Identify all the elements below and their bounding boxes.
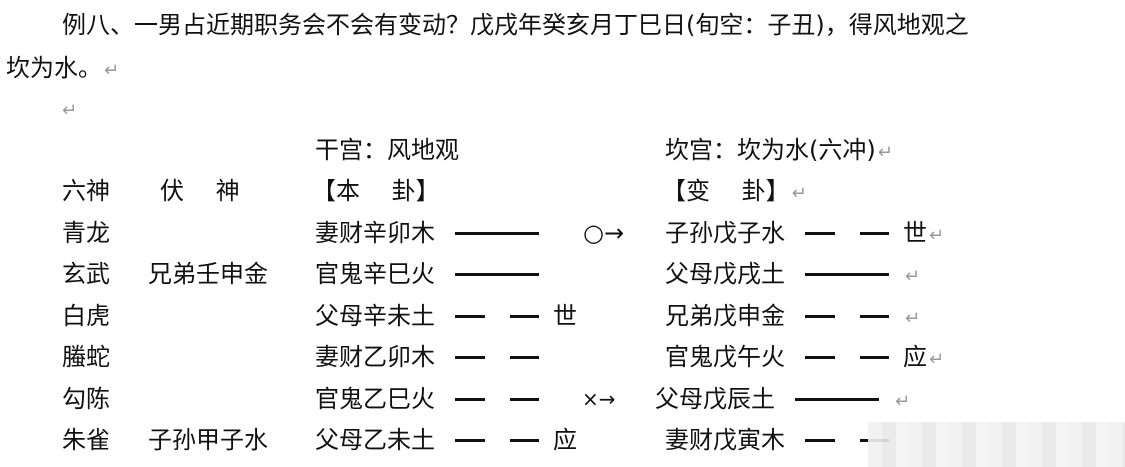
- fushen-label: 兄弟壬申金: [148, 260, 268, 288]
- yin-segment: [805, 232, 835, 235]
- yao-line-yang: [455, 232, 539, 235]
- mark-text: 应: [903, 343, 927, 371]
- paragraph-mark-icon: ↵: [929, 349, 945, 370]
- yin-segment: [860, 232, 889, 235]
- yang-segment: [455, 232, 539, 235]
- yin-segment: [805, 439, 835, 442]
- yin-segment: [805, 315, 835, 318]
- ben-gua-yao-text: 父母辛未土: [315, 302, 435, 330]
- ben-gua-shi-ying-mark: 世: [553, 302, 577, 330]
- bian-gua-shi-ying-mark: ↵: [903, 259, 920, 292]
- bian-gua-yao-text: 父母戊辰土: [655, 385, 775, 413]
- yao-line-yang: [455, 273, 539, 276]
- header-bian-gua: 【变 卦】↵: [662, 176, 807, 209]
- bian-gua-yao-text: 父母戊戌土: [665, 260, 785, 288]
- yang-segment: [795, 398, 879, 401]
- liushen-label: 朱雀: [62, 426, 110, 454]
- yin-segment: [455, 315, 485, 318]
- paragraph-mark-icon: ↵: [877, 142, 893, 163]
- yin-segment: [510, 398, 539, 401]
- yin-segment: [455, 439, 485, 442]
- header-liushen: 六神: [62, 177, 110, 205]
- yao-line-yin: [805, 356, 889, 359]
- yin-segment: [510, 356, 539, 359]
- moving-line-mark: ×→: [582, 387, 616, 411]
- paragraph-mark-icon: ↵: [905, 266, 921, 287]
- ben-gua-yao-text: 官鬼辛巳火: [315, 260, 435, 288]
- yin-segment: [455, 398, 485, 401]
- header-ben-gua: 【本 卦】: [312, 177, 440, 205]
- bian-gua-shi-ying-mark: 世↵: [903, 218, 944, 251]
- ben-gua-shi-ying-mark: 应: [553, 426, 577, 454]
- yao-line-yin: [805, 315, 889, 318]
- liushen-label: 玄武: [62, 260, 110, 288]
- yao-line-yang: [805, 273, 889, 276]
- paragraph-mark-icon: ↵: [905, 308, 921, 329]
- watermark-blur: [868, 422, 1125, 467]
- liushen-label: 青龙: [62, 219, 110, 247]
- moving-line-mark: ○→: [583, 219, 625, 247]
- yao-line-yang: [795, 398, 879, 401]
- mark-text: 世: [903, 219, 927, 247]
- yang-segment: [805, 273, 889, 276]
- ben-gua-yao-text: 官鬼乙巳火: [315, 385, 435, 413]
- yin-segment: [510, 315, 539, 318]
- liushen-label: 勾陈: [62, 385, 110, 413]
- liushen-label: 白虎: [62, 302, 110, 330]
- yin-segment: [510, 439, 539, 442]
- paragraph-line-2: 坎为水。↵: [6, 53, 119, 86]
- yin-segment: [455, 356, 485, 359]
- ben-gua-yao-text: 父母乙未土: [315, 426, 435, 454]
- empty-paragraph: ↵: [60, 93, 77, 126]
- yao-line-yin: [455, 356, 539, 359]
- bian-gua-shi-ying-mark: ↵: [893, 384, 910, 417]
- yang-segment: [455, 273, 539, 276]
- ben-gua-yao-text: 妻财辛卯木: [315, 219, 435, 247]
- yao-line-yin: [455, 315, 539, 318]
- bian-gua-yao-text: 兄弟戊申金: [665, 302, 785, 330]
- text: 坎宫：坎为水(六冲): [665, 136, 876, 164]
- ben-gong-title: 干宫：风地观: [315, 136, 459, 164]
- paragraph-mark-icon: ↵: [791, 183, 807, 204]
- bian-gua-shi-ying-mark: 应↵: [903, 342, 944, 375]
- paragraph-mark-icon: ↵: [895, 391, 911, 412]
- text: 坎为水。: [6, 54, 102, 82]
- bian-gua-yao-text: 官鬼戊午火: [665, 343, 785, 371]
- text: 例八、一男占近期职务会不会有变动？戊戌年癸亥月丁巳日(旬空：子丑)，得风地观之: [62, 11, 969, 39]
- fushen-label: 子孙甲子水: [148, 426, 268, 454]
- bian-gua-yao-text: 子孙戊子水: [665, 219, 785, 247]
- bian-gua-yao-text: 妻财戊寅木: [665, 426, 785, 454]
- yao-line-yin: [805, 232, 889, 235]
- paragraph-mark-icon: ↵: [62, 100, 78, 121]
- paragraph-mark-icon: ↵: [929, 225, 945, 246]
- header-fushen: 伏 神: [160, 177, 240, 205]
- ben-gua-yao-text: 妻财乙卯木: [315, 343, 435, 371]
- yao-line-yin: [455, 398, 539, 401]
- text: 【变 卦】: [662, 177, 790, 205]
- bian-gua-shi-ying-mark: ↵: [903, 301, 920, 334]
- yin-segment: [860, 315, 889, 318]
- yin-segment: [860, 356, 889, 359]
- yao-line-yin: [455, 439, 539, 442]
- yin-segment: [805, 356, 835, 359]
- paragraph-mark-icon: ↵: [104, 60, 120, 81]
- paragraph-line-1: 例八、一男占近期职务会不会有变动？戊戌年癸亥月丁巳日(旬空：子丑)，得风地观之: [62, 10, 969, 40]
- bian-gong-title: 坎宫：坎为水(六冲)↵: [665, 135, 893, 168]
- liushen-label: 螣蛇: [62, 343, 110, 371]
